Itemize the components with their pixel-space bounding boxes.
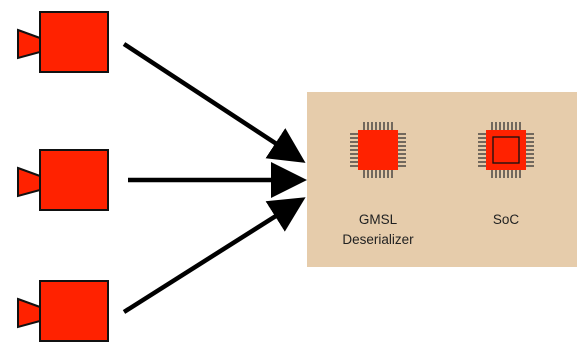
- camera-body: [39, 149, 109, 211]
- camera-lens: [17, 166, 41, 198]
- pins-top: [491, 122, 521, 130]
- gmsl-label-line1: GMSL: [359, 212, 398, 227]
- soc-label: SoC: [493, 212, 520, 227]
- chip-die-outline: [492, 136, 520, 164]
- soc-chip: SoC: [478, 122, 534, 227]
- camera-body: [39, 11, 109, 73]
- pins-right: [398, 133, 406, 167]
- pins-top: [363, 122, 393, 130]
- camera-lens: [17, 297, 41, 329]
- arrow-bottom: [122, 197, 306, 314]
- camera-body: [39, 280, 109, 342]
- pins-bottom: [363, 170, 393, 178]
- chip-icon: [486, 130, 526, 170]
- pins-bottom: [491, 170, 521, 178]
- gmsl-label-line2: Deserializer: [342, 232, 414, 247]
- board: [307, 92, 577, 267]
- pins-left: [350, 133, 358, 167]
- pins-right: [526, 133, 534, 167]
- arrow-top: [122, 42, 306, 163]
- pins-left: [478, 133, 486, 167]
- camera-lens: [17, 28, 41, 60]
- camera-icon-bottom: [17, 280, 109, 342]
- gmsl-deserializer-chip: GMSL Deserializer: [342, 122, 414, 247]
- chip-icon: [358, 130, 398, 170]
- camera-icon-middle: [17, 149, 109, 211]
- camera-icon-top: [17, 11, 109, 73]
